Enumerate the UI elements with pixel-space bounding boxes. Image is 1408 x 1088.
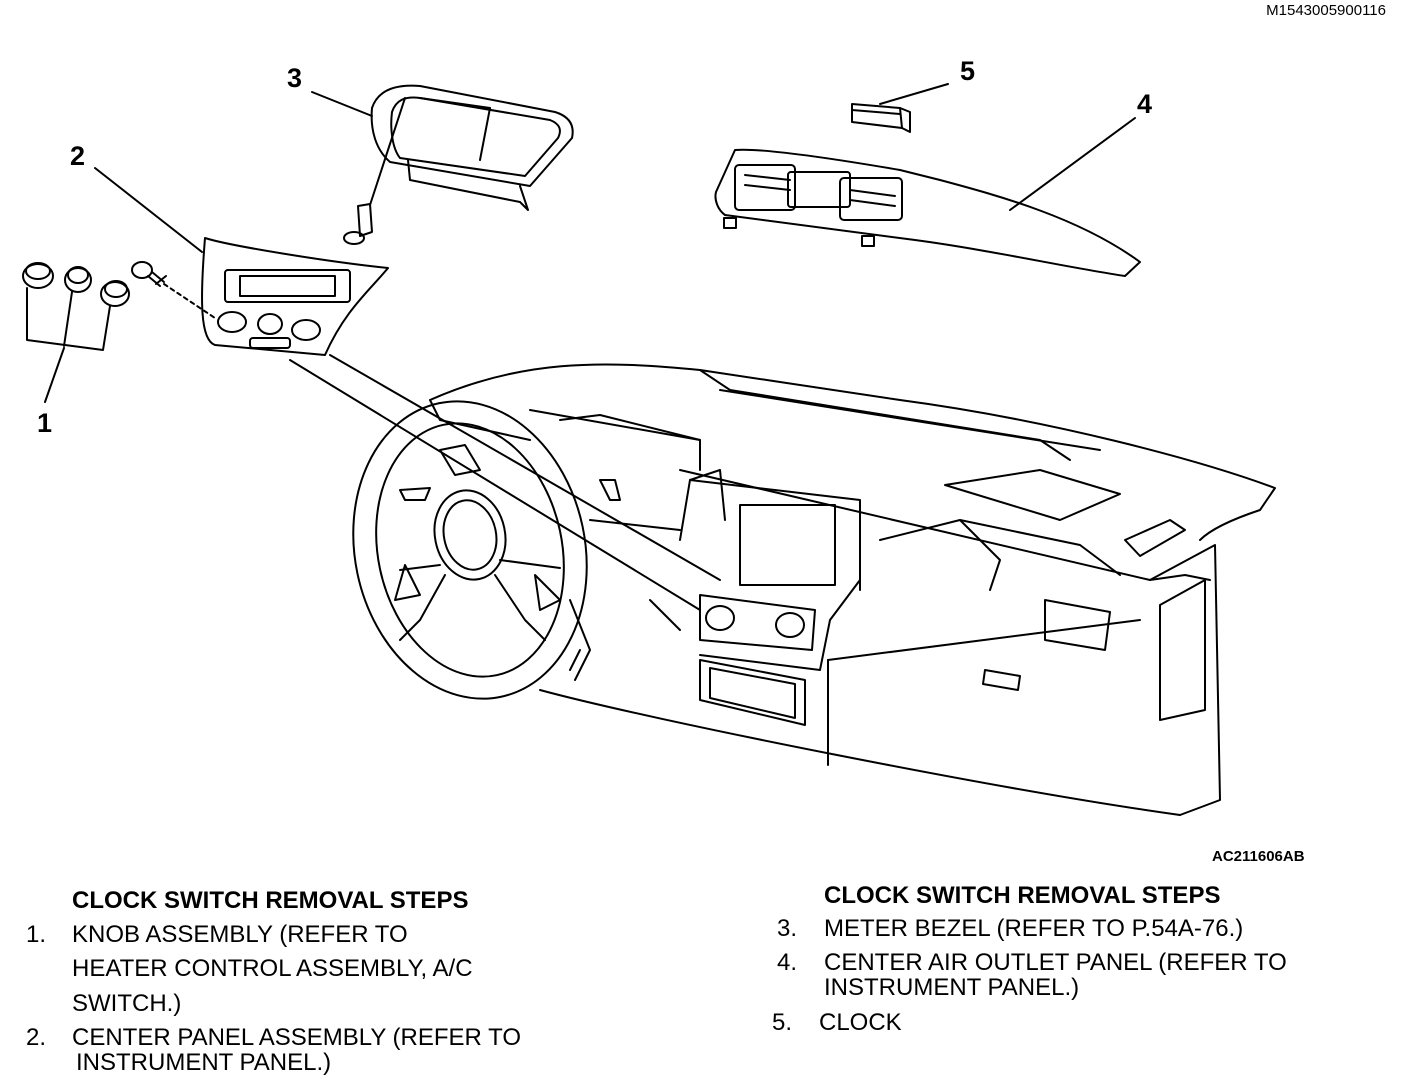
left-steps-title: CLOCK SWITCH REMOVAL STEPS <box>72 887 469 914</box>
right-steps-title: CLOCK SWITCH REMOVAL STEPS <box>824 882 1221 909</box>
document-id: M1543005900116 <box>1266 2 1386 19</box>
callout-4: 4 <box>1137 89 1153 119</box>
air-outlet-leader <box>1009 117 1136 211</box>
step-text-line: CLOCK <box>819 1009 902 1036</box>
step-text-line: METER BEZEL (REFER TO P.54A-76.) <box>824 915 1244 942</box>
bezel-screw <box>343 203 373 245</box>
step-text-line: KNOB ASSEMBLY (REFER TO <box>72 921 408 948</box>
knob-3 <box>100 280 130 307</box>
screw-part <box>131 261 216 319</box>
step-number: 1. <box>26 921 47 948</box>
step-text-line: CENTER PANEL ASSEMBLY (REFER TO <box>72 1024 522 1051</box>
center-air-outlet-part <box>714 117 1141 277</box>
step-text-line: SWITCH.) <box>72 989 182 1017</box>
step-text-line: INSTRUMENT PANEL.) <box>824 974 1080 1002</box>
callout-2: 2 <box>70 141 86 171</box>
figure-code: AC211606AB <box>1212 848 1305 865</box>
step-text-line: CENTER AIR OUTLET PANEL (REFER TO <box>824 949 1287 976</box>
meter-bezel-part <box>311 84 574 245</box>
instrument-panel-assembly <box>429 363 1276 816</box>
step-number: 2. <box>26 1024 47 1051</box>
step-text-line: HEATER CONTROL ASSEMBLY, A/C <box>72 955 473 983</box>
knob-1 <box>22 262 54 289</box>
callout-3: 3 <box>287 63 303 93</box>
knob-assembly-part <box>22 261 216 403</box>
center-panel-part <box>94 167 721 611</box>
step-text-line: INSTRUMENT PANEL.) <box>76 1049 332 1077</box>
steering-wheel <box>352 400 591 700</box>
step-number: 3. <box>777 915 798 942</box>
step-number: 5. <box>772 1009 793 1036</box>
knob-2 <box>64 266 92 293</box>
center-panel-leader <box>94 167 203 253</box>
knob-leader-to-callout <box>44 347 65 403</box>
callout-1: 1 <box>37 408 53 438</box>
step-number: 4. <box>777 949 798 976</box>
clock-leader <box>879 83 949 105</box>
clock-part <box>851 83 949 133</box>
callout-5: 5 <box>960 56 976 86</box>
meter-bezel-leader <box>311 91 373 117</box>
